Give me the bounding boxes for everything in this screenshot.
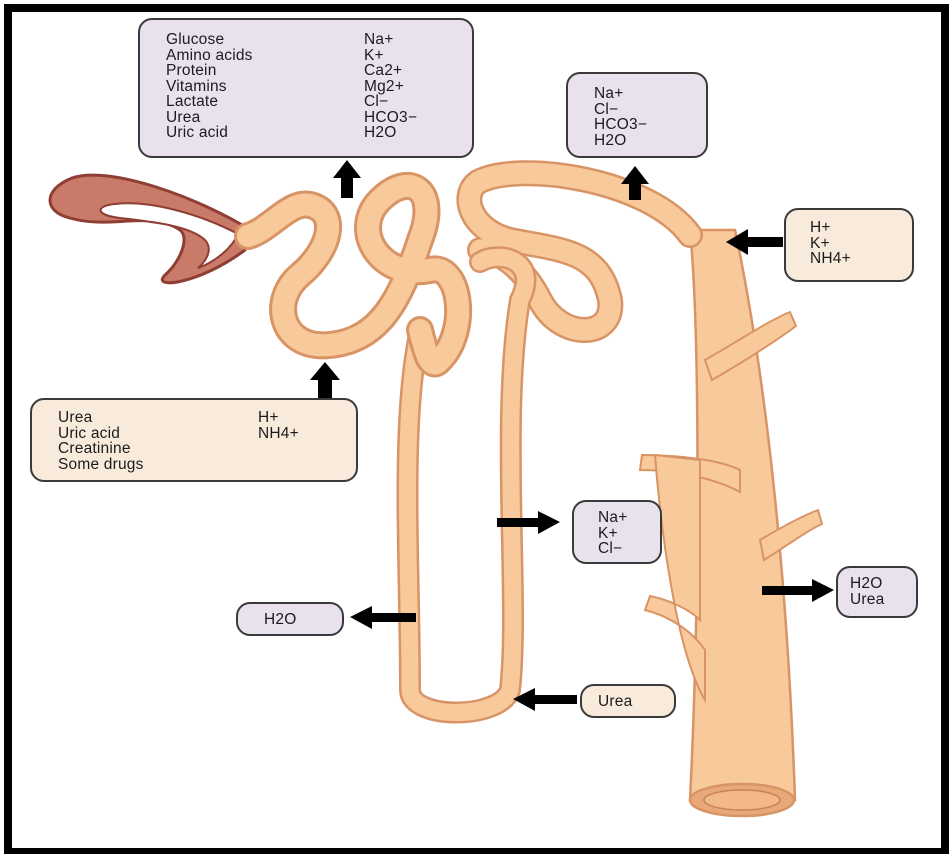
label-some-drugs: Some drugs [58, 457, 144, 473]
label-sodium: Na+ [594, 86, 647, 102]
label-bicarbonate: HCO3− [594, 117, 647, 133]
pct-secretion-box: Urea Uric acid Creatinine Some drugs H+ … [30, 398, 358, 482]
label-glucose: Glucose [166, 32, 253, 48]
label-bicarbonate: HCO3− [364, 110, 417, 126]
label-water: H2O [364, 125, 417, 141]
label-creatinine: Creatinine [58, 441, 144, 457]
label-potassium: K+ [364, 48, 417, 64]
arrow-loop-tip [513, 688, 577, 711]
label-sodium: Na+ [598, 510, 627, 526]
ascending-limb-box: Na+ K+ Cl− [572, 500, 662, 564]
pct-secretion-organic: Urea Uric acid Creatinine Some drugs [58, 410, 144, 472]
label-hydrogen: H+ [810, 220, 851, 236]
label-chloride: Cl− [594, 102, 647, 118]
collecting-duct [640, 230, 822, 816]
label-lactate: Lactate [166, 94, 253, 110]
label-potassium: K+ [810, 236, 851, 252]
label-uric-acid: Uric acid [166, 125, 253, 141]
loop-tip-list: Urea [598, 694, 632, 710]
label-chloride: Cl− [364, 94, 417, 110]
pct-reabsorption-box: Glucose Amino acids Protein Vitamins Lac… [138, 18, 474, 158]
dct-secretion-list: H+ K+ NH4+ [810, 220, 851, 267]
label-uric-acid: Uric acid [58, 426, 144, 442]
label-urea: Urea [850, 592, 884, 608]
dct-secretion-box: H+ K+ NH4+ [784, 208, 914, 282]
label-vitamins: Vitamins [166, 79, 253, 95]
pct-secretion-ions: H+ NH4+ [258, 410, 299, 441]
bowmans-capsule [50, 175, 252, 283]
label-ammonium: NH4+ [810, 251, 851, 267]
label-potassium: K+ [598, 526, 627, 542]
label-water: H2O [594, 133, 647, 149]
pct-reabsorption-ions: Na+ K+ Ca2+ Mg2+ Cl− HCO3− H2O [364, 32, 417, 141]
loop-tip-box: Urea [580, 684, 676, 718]
descending-limb-list: H2O [264, 612, 296, 628]
label-sodium: Na+ [364, 32, 417, 48]
pct-reabsorption-organic: Glucose Amino acids Protein Vitamins Lac… [166, 32, 253, 141]
arrow-pct-reabsorption [333, 160, 361, 198]
descending-limb-box: H2O [236, 602, 344, 636]
collecting-duct-list: H2O Urea [850, 576, 884, 607]
label-amino-acids: Amino acids [166, 48, 253, 64]
label-urea: Urea [598, 694, 632, 710]
label-ammonium: NH4+ [258, 426, 299, 442]
collecting-duct-box: H2O Urea [836, 566, 918, 618]
label-hydrogen: H+ [258, 410, 299, 426]
label-water: H2O [264, 612, 296, 628]
label-urea: Urea [58, 410, 144, 426]
dct-reabsorption-list: Na+ Cl− HCO3− H2O [594, 86, 647, 148]
label-chloride: Cl− [598, 541, 627, 557]
label-magnesium: Mg2+ [364, 79, 417, 95]
arrow-pct-secretion [310, 362, 340, 400]
label-urea: Urea [166, 110, 253, 126]
proximal-tubule [248, 186, 458, 364]
dct-reabsorption-box: Na+ Cl− HCO3− H2O [566, 72, 708, 158]
label-calcium: Ca2+ [364, 63, 417, 79]
ascending-limb-list: Na+ K+ Cl− [598, 510, 627, 557]
label-water: H2O [850, 576, 884, 592]
label-protein: Protein [166, 63, 253, 79]
